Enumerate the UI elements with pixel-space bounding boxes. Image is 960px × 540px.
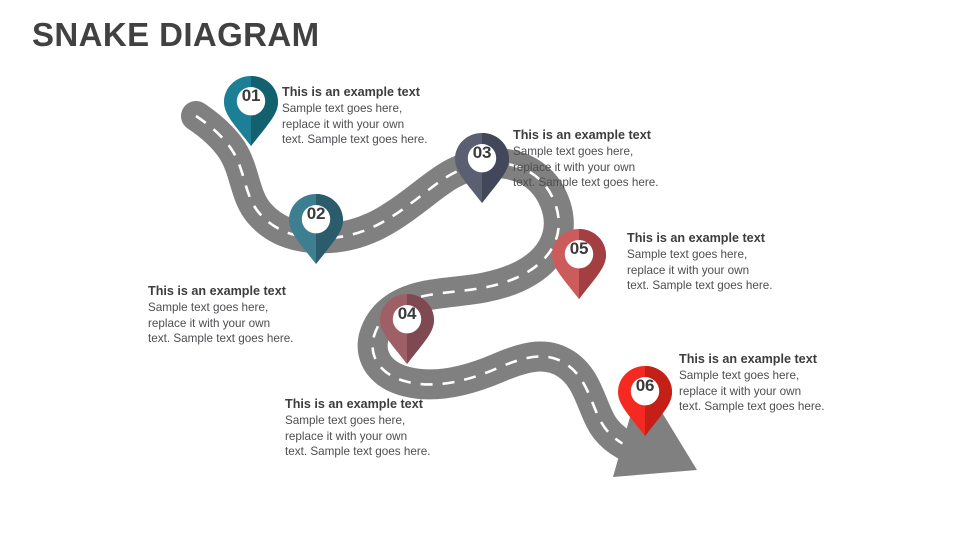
step-text-01: This is an example text Sample text goes… (282, 84, 428, 148)
pin-marker-02[interactable]: 02 (289, 194, 343, 264)
step-body-line: Sample text goes here, (285, 414, 406, 427)
pin-marker-04[interactable]: 04 (380, 294, 434, 364)
step-text-06: This is an example text Sample text goes… (679, 351, 825, 415)
step-body-line: text. Sample text goes here. (513, 176, 659, 190)
step-body-03: Sample text goes here, replace it with y… (513, 144, 659, 191)
step-heading-03: This is an example text (513, 128, 651, 142)
pin-marker-03[interactable]: 03 (455, 133, 509, 203)
step-body-line: Sample text goes here, (627, 248, 748, 261)
step-body-line: replace it with your own (148, 316, 271, 330)
step-body-line: text. Sample text goes here. (679, 400, 825, 414)
step-body-line: Sample text goes here, (282, 102, 403, 115)
pin-marker-01[interactable]: 01 (224, 76, 278, 146)
step-text-02: This is an example text Sample text goes… (148, 283, 294, 347)
step-body-line: Sample text goes here, (513, 145, 634, 158)
step-body-line: replace it with your own (513, 160, 636, 174)
step-body-line: replace it with your own (282, 117, 405, 131)
step-heading-05: This is an example text (627, 231, 765, 245)
page-title: SNAKE DIAGRAM (32, 16, 320, 53)
step-body-line: text. Sample text goes here. (627, 279, 773, 293)
step-body-02: Sample text goes here, replace it with y… (148, 300, 294, 347)
step-heading-01: This is an example text (282, 85, 420, 99)
step-text-05: This is an example text Sample text goes… (627, 230, 773, 294)
step-body-01: Sample text goes here, replace it with y… (282, 101, 428, 148)
step-body-04: Sample text goes here, replace it with y… (285, 413, 431, 460)
pin-marker-05[interactable]: 05 (552, 229, 606, 299)
step-body-line: text. Sample text goes here. (285, 445, 431, 459)
step-body-line: replace it with your own (627, 263, 750, 277)
step-body-05: Sample text goes here, replace it with y… (627, 247, 773, 294)
step-body-line: replace it with your own (285, 429, 408, 443)
step-body-line: text. Sample text goes here. (282, 133, 428, 147)
step-body-line: text. Sample text goes here. (148, 332, 294, 346)
step-text-04: This is an example text Sample text goes… (285, 396, 431, 460)
step-heading-02: This is an example text (148, 284, 286, 298)
step-heading-06: This is an example text (679, 352, 817, 366)
step-body-06: Sample text goes here, replace it with y… (679, 368, 825, 415)
road-center-dashes (195, 114, 637, 452)
pin-marker-06[interactable]: 06 (618, 366, 672, 436)
step-heading-04: This is an example text (285, 397, 423, 411)
step-body-line: Sample text goes here, (148, 301, 269, 314)
step-body-line: Sample text goes here, (679, 369, 800, 382)
step-text-03: This is an example text Sample text goes… (513, 127, 659, 191)
step-body-line: replace it with your own (679, 384, 802, 398)
